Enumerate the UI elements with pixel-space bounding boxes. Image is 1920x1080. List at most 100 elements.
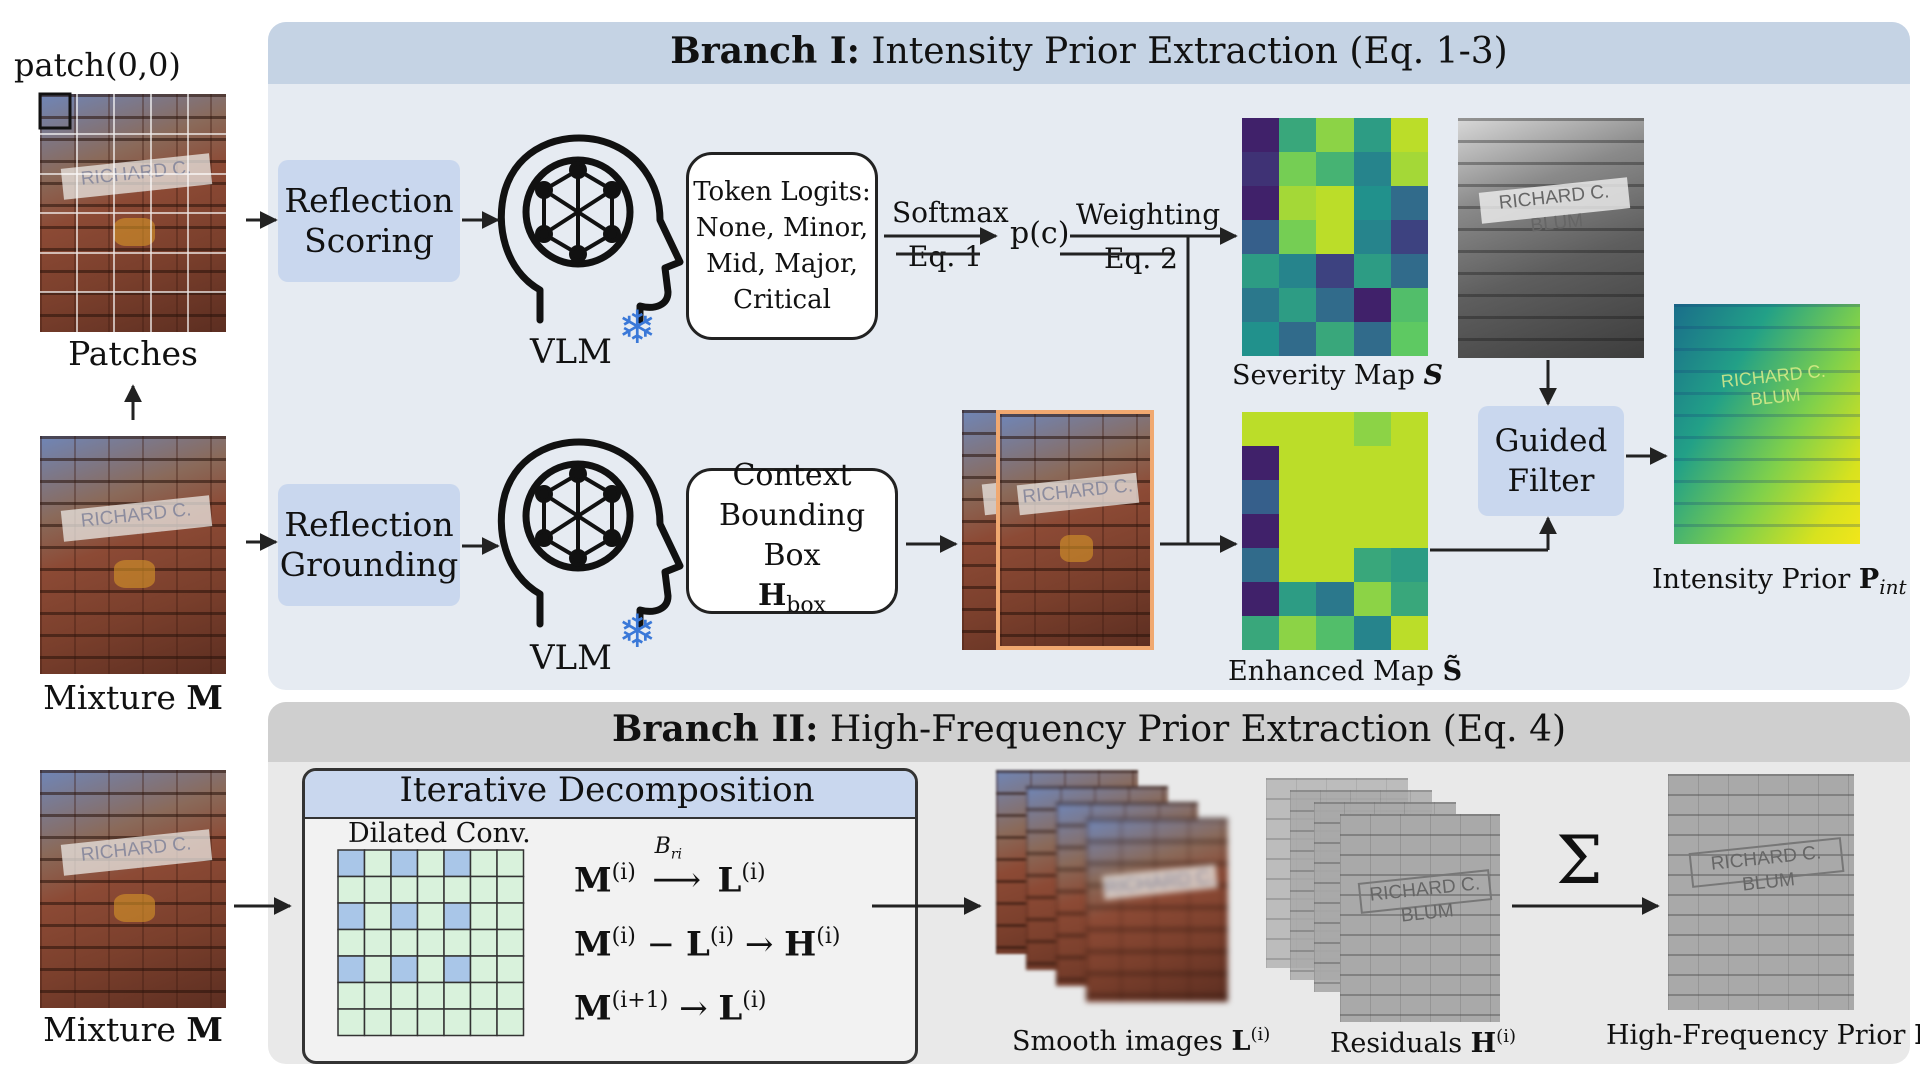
kernel-cell	[390, 928, 419, 957]
heatmap-cell	[1279, 152, 1317, 186]
heatmap-cell	[1390, 480, 1428, 514]
heatmap-cell	[1390, 548, 1428, 582]
heatmap-cell	[1353, 118, 1391, 152]
heatmap-cell	[1390, 288, 1428, 322]
pc-label: p(c)	[1010, 216, 1070, 251]
heatmap-cell	[1279, 548, 1317, 582]
heatmap-cell	[1279, 616, 1317, 650]
dilated-conv-label: Dilated Conv.	[348, 818, 531, 849]
heatmap-cell	[1390, 514, 1428, 548]
heatmap-cell	[1242, 412, 1280, 446]
heatmap-cell	[1279, 118, 1317, 152]
enhanced-map	[1242, 412, 1428, 650]
intensity-label: Intensity Prior Pint	[1652, 564, 1907, 600]
heatmap-cell	[1316, 254, 1354, 288]
kernel-cell	[443, 928, 472, 957]
heatmap-cell	[1353, 446, 1391, 480]
formula-3: M(i+1) → L(i)	[574, 988, 767, 1029]
eq1-label: Eq. 1	[908, 240, 982, 273]
heatmap-cell	[1353, 288, 1391, 322]
branch1-header	[268, 22, 1910, 84]
heatmap-cell	[1390, 412, 1428, 446]
heatmap-cell	[1279, 254, 1317, 288]
kernel-cell	[390, 849, 419, 878]
heatmap-cell	[1279, 186, 1317, 220]
heatmap-cell	[1242, 446, 1280, 480]
heatmap-cell	[1316, 152, 1354, 186]
heatmap-cell	[1390, 186, 1428, 220]
hf-prior-label: High-Frequency Prior Phf	[1606, 1020, 1920, 1051]
heatmap-cell	[1316, 186, 1354, 220]
heatmap-cell	[1316, 288, 1354, 322]
severity-label: Severity Map S	[1232, 360, 1444, 391]
heatmap-cell	[1353, 514, 1391, 548]
heatmap-cell	[1353, 548, 1391, 582]
mixture-image-1: RICHARD C. BLUM	[40, 436, 226, 674]
intensity-prior-image: RICHARD C. BLUM	[1674, 304, 1860, 544]
heatmap-cell	[1279, 412, 1317, 446]
heatmap-cell	[1316, 220, 1354, 254]
kernel-cell	[390, 981, 419, 1010]
kernel-cell	[363, 875, 392, 904]
kernel-cell	[416, 955, 445, 984]
kernel-cell	[390, 1008, 419, 1037]
heatmap-cell	[1279, 446, 1317, 480]
severity-map	[1242, 118, 1428, 356]
branch1-title: Branch I: Intensity Prior Extraction (Eq…	[670, 30, 1508, 72]
kernel-cell	[496, 849, 525, 878]
heatmap-cell	[1316, 514, 1354, 548]
kernel-cell	[363, 1008, 392, 1037]
heatmap-cell	[1353, 152, 1391, 186]
heatmap-cell	[1390, 152, 1428, 186]
heatmap-cell	[1242, 582, 1280, 616]
snowflake-icon: ❄	[618, 604, 657, 658]
heatmap-cell	[1316, 548, 1354, 582]
iter-decomp-title: Iterative Decomposition	[399, 770, 815, 810]
kernel-cell	[416, 1008, 445, 1037]
hbox-symbol: Hbox	[757, 578, 827, 618]
vlm-label-2: VLM	[530, 638, 612, 678]
heatmap-cell	[1316, 412, 1354, 446]
heatmap-cell	[1390, 446, 1428, 480]
formula-1: M(i) Bri⟶ L(i)	[574, 834, 766, 901]
kernel-cell	[443, 955, 472, 984]
token-logits-bubble: Token Logits:None, Minor, Mid, Major,Cri…	[686, 152, 878, 340]
heatmap-cell	[1390, 118, 1428, 152]
heatmap-cell	[1353, 582, 1391, 616]
snowflake-icon: ❄	[618, 300, 657, 354]
heatmap-cell	[1390, 254, 1428, 288]
heatmap-cell	[1390, 582, 1428, 616]
heatmap-cell	[1279, 582, 1317, 616]
heatmap-cell	[1316, 118, 1354, 152]
heatmap-cell	[1390, 616, 1428, 650]
smooth-image-4: RICHARD C. BLUM	[1086, 818, 1228, 1002]
heatmap-cell	[1279, 288, 1317, 322]
hf-prior-image: RICHARD C. BLUM	[1668, 774, 1854, 1010]
residual-label: Residuals H(i)	[1330, 1026, 1516, 1059]
heatmap-cell	[1279, 480, 1317, 514]
heatmap-cell	[1353, 480, 1391, 514]
eq2-label: Eq. 2	[1104, 242, 1178, 275]
heatmap-cell	[1353, 254, 1391, 288]
kernel-cell	[469, 849, 498, 878]
enhanced-label: Enhanced Map S̃	[1228, 656, 1463, 687]
heatmap-cell	[1279, 514, 1317, 548]
smooth-label: Smooth images L(i)	[1012, 1024, 1271, 1057]
heatmap-cell	[1390, 322, 1428, 356]
heatmap-cell	[1242, 118, 1280, 152]
heatmap-cell	[1279, 322, 1317, 356]
formula-2: M(i) − L(i) → H(i)	[574, 924, 841, 965]
patches-label: Patches	[68, 334, 198, 373]
mixture-image-2: RICHARD C. BLUM	[40, 770, 226, 1008]
heatmap-cell	[1242, 220, 1280, 254]
weighting-label: Weighting	[1076, 198, 1221, 231]
kernel-cell	[496, 1008, 525, 1037]
mixture-label-2: Mixture M	[43, 1010, 223, 1049]
sigma-symbol: Σ	[1556, 822, 1603, 899]
heatmap-cell	[1316, 480, 1354, 514]
